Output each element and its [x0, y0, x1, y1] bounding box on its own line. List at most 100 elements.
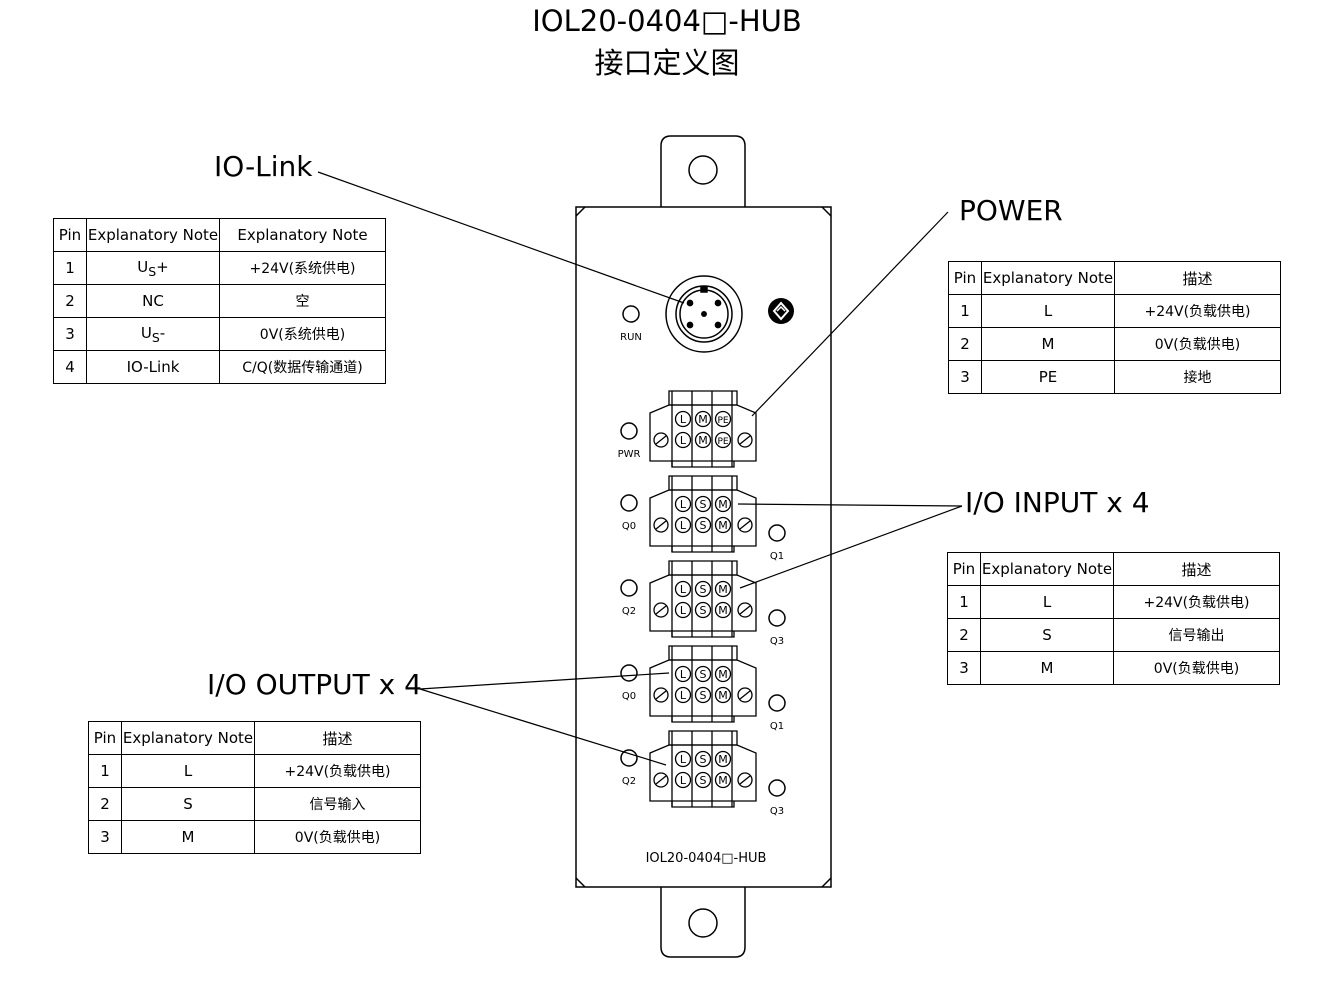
input-pin-table: Pin Explanatory Note 描述 1 L +24V(负载供电) 2…	[947, 552, 1280, 685]
pin-desc: 接地	[1114, 360, 1281, 394]
table-row: 3 US- 0V(系统供电)	[53, 317, 386, 351]
terminal-pin-label: L	[680, 753, 687, 766]
output-q3-led	[768, 779, 786, 797]
pin-number: 3	[88, 820, 122, 854]
power-leader-line	[751, 211, 949, 417]
output-pin-table: Pin Explanatory Note 描述 1 L +24V(负载供电) 2…	[88, 721, 421, 854]
diagram-title-model: IOL20-0404□-HUB	[532, 4, 802, 38]
pin-desc: +24V(负载供电)	[1113, 585, 1280, 619]
header-desc: 描述	[254, 721, 421, 755]
terminal-pin-label: M	[718, 753, 728, 766]
terminal-pin	[674, 495, 692, 513]
table-row: 2 NC 空	[53, 284, 386, 318]
pin-note: M	[121, 820, 255, 854]
table-row: 1 L +24V(负载供电)	[88, 754, 421, 788]
terminal-pin	[714, 431, 732, 449]
run-led-label: RUN	[620, 332, 642, 343]
terminal-pin-label: S	[700, 604, 707, 617]
pin-note: M	[981, 327, 1115, 361]
bottom-mounting-hole	[688, 908, 718, 938]
terminal-pin-label: S	[700, 774, 707, 787]
terminal-pin	[714, 750, 732, 768]
pin-desc: 0V(负载供电)	[254, 820, 421, 854]
input-q2-label: Q2	[622, 606, 636, 617]
table-header-row: Pin Explanatory Note 描述	[948, 261, 1281, 295]
table-row: 3 M 0V(负载供电)	[947, 651, 1280, 685]
pin-note: US+	[86, 251, 220, 285]
pin-number: 1	[53, 251, 87, 285]
input-leader-line-a	[737, 503, 963, 507]
header-note: Explanatory Note	[980, 552, 1114, 586]
terminal-pin-label: M	[718, 583, 728, 596]
power-pin-table: Pin Explanatory Note 描述 1 L +24V(负载供电) 2…	[948, 261, 1281, 394]
pin-desc: +24V(负载供电)	[1114, 294, 1281, 328]
pin-desc: C/Q(数据传输通道)	[219, 350, 386, 384]
terminal-pin	[714, 410, 732, 428]
pin-note: PE	[981, 360, 1115, 394]
input-q3-label: Q3	[770, 636, 784, 647]
terminal-pin	[694, 750, 712, 768]
input-leader-line-b	[739, 505, 963, 589]
pin-note: L	[981, 294, 1115, 328]
table-header-row: Pin Explanatory Note 描述	[88, 721, 421, 755]
header-pin: Pin	[53, 218, 87, 252]
pin-number: 3	[947, 651, 981, 685]
output-q2-label: Q2	[622, 776, 636, 787]
terminal-pin-label: S	[700, 689, 707, 702]
terminal-pin-label: S	[700, 498, 707, 511]
input-q0-label: Q0	[622, 521, 636, 532]
iolink-leader-line	[317, 171, 685, 304]
pin-desc: +24V(负载供电)	[254, 754, 421, 788]
pin-note: S	[980, 618, 1114, 652]
terminal-pin	[694, 516, 712, 534]
header-desc: 描述	[1114, 261, 1281, 295]
terminal-pin-label: L	[680, 519, 687, 532]
pin-desc: 0V(系统供电)	[219, 317, 386, 351]
table-row: 2 M 0V(负载供电)	[948, 327, 1281, 361]
terminal-pin	[714, 601, 732, 619]
table-row: 4 IO-Link C/Q(数据传输通道)	[53, 350, 386, 384]
output-leader-line-a	[419, 672, 670, 690]
pwr-led	[620, 422, 638, 440]
input-q2-led	[620, 579, 638, 597]
bottom-mounting-tab	[660, 887, 746, 958]
terminal-pin-label: L	[680, 498, 687, 511]
pin-number: 4	[53, 350, 87, 384]
iolink-logo-icon	[768, 298, 794, 324]
header-pin: Pin	[88, 721, 122, 755]
output-q0-label: Q0	[622, 691, 636, 702]
pin-note: S	[121, 787, 255, 821]
terminal-pin-label: M	[718, 689, 728, 702]
terminal-pin	[674, 516, 692, 534]
terminal-pin	[674, 665, 692, 683]
pwr-led-label: PWR	[618, 449, 641, 460]
table-header-row: Pin Explanatory Note 描述	[947, 552, 1280, 586]
output-q1-led	[768, 694, 786, 712]
terminal-pin	[694, 771, 712, 789]
pin-number: 1	[947, 585, 981, 619]
table-row: 2 S 信号输入	[88, 787, 421, 821]
terminal-pin-label: S	[700, 519, 707, 532]
pin-number: 3	[53, 317, 87, 351]
device-model-label: IOL20-0404□-HUB	[646, 851, 767, 866]
iolink-callout-label: IO-Link	[214, 150, 313, 183]
pin-desc: 0V(负载供电)	[1114, 327, 1281, 361]
output-callout-label: I/O OUTPUT x 4	[207, 668, 422, 701]
terminal-pin	[674, 750, 692, 768]
pin-note: L	[980, 585, 1114, 619]
terminal-pin-label: S	[700, 753, 707, 766]
iolink-m12-connector	[665, 275, 743, 353]
table-header-row: Pin Explanatory Note Explanatory Note	[53, 218, 386, 252]
terminal-pin-label: S	[700, 668, 707, 681]
table-row: 3 PE 接地	[948, 360, 1281, 394]
terminal-pin	[694, 410, 712, 428]
terminal-pin-label: L	[680, 689, 687, 702]
table-row: 1 US+ +24V(系统供电)	[53, 251, 386, 285]
terminal-pin-label: M	[718, 774, 728, 787]
terminal-pin	[714, 516, 732, 534]
input-q1-led	[768, 524, 786, 542]
pin-desc: 空	[219, 284, 386, 318]
